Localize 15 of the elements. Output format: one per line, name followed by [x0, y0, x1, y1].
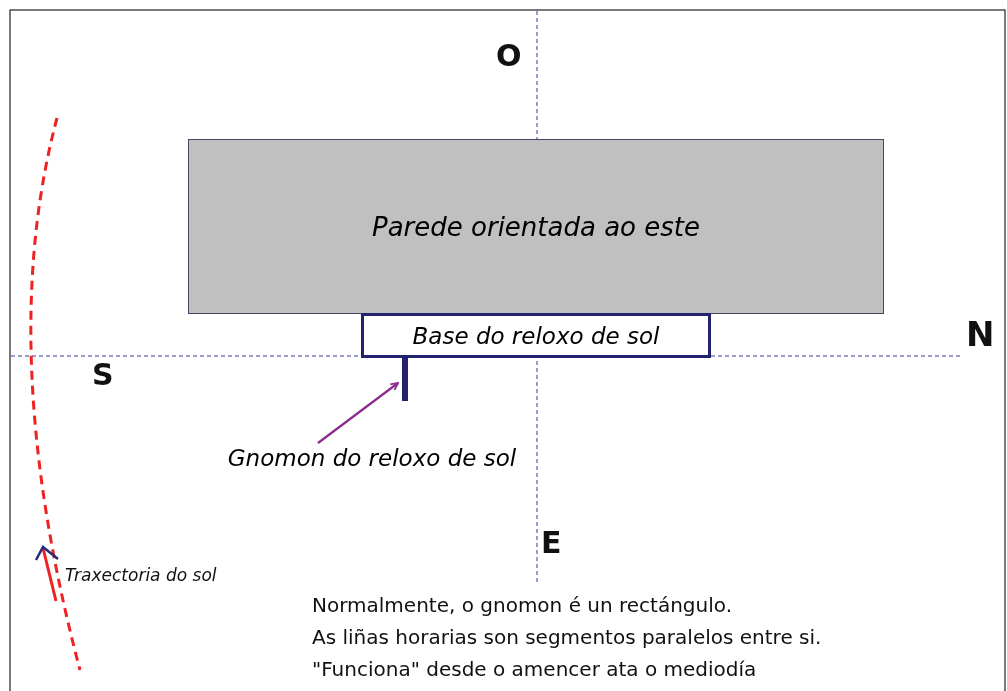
box-label: Base do reloxo de sol	[412, 322, 660, 349]
compass-letter: E	[541, 525, 562, 560]
leader-arrow	[317, 382, 399, 444]
note-text: Normalmente, o gnomon é un rectángulo.	[312, 593, 733, 617]
note-text: "Funciona" desde o amencer ata o mediodía	[312, 657, 757, 681]
box-label: Parede orientada ao este	[372, 211, 700, 242]
wall-rectangle	[188, 139, 884, 314]
leader-label: Gnomon do reloxo de sol	[227, 445, 517, 471]
compass-letter: O	[496, 38, 522, 73]
compass-letter: S	[92, 357, 114, 392]
note-text: As liñas horarias son segmentos paralelos entre si.	[312, 625, 822, 649]
path-label: Traxectoria do sol	[65, 565, 217, 585]
gnomon-bar	[402, 357, 408, 401]
base-rectangle	[361, 313, 711, 358]
compass-letter: N	[966, 314, 995, 354]
